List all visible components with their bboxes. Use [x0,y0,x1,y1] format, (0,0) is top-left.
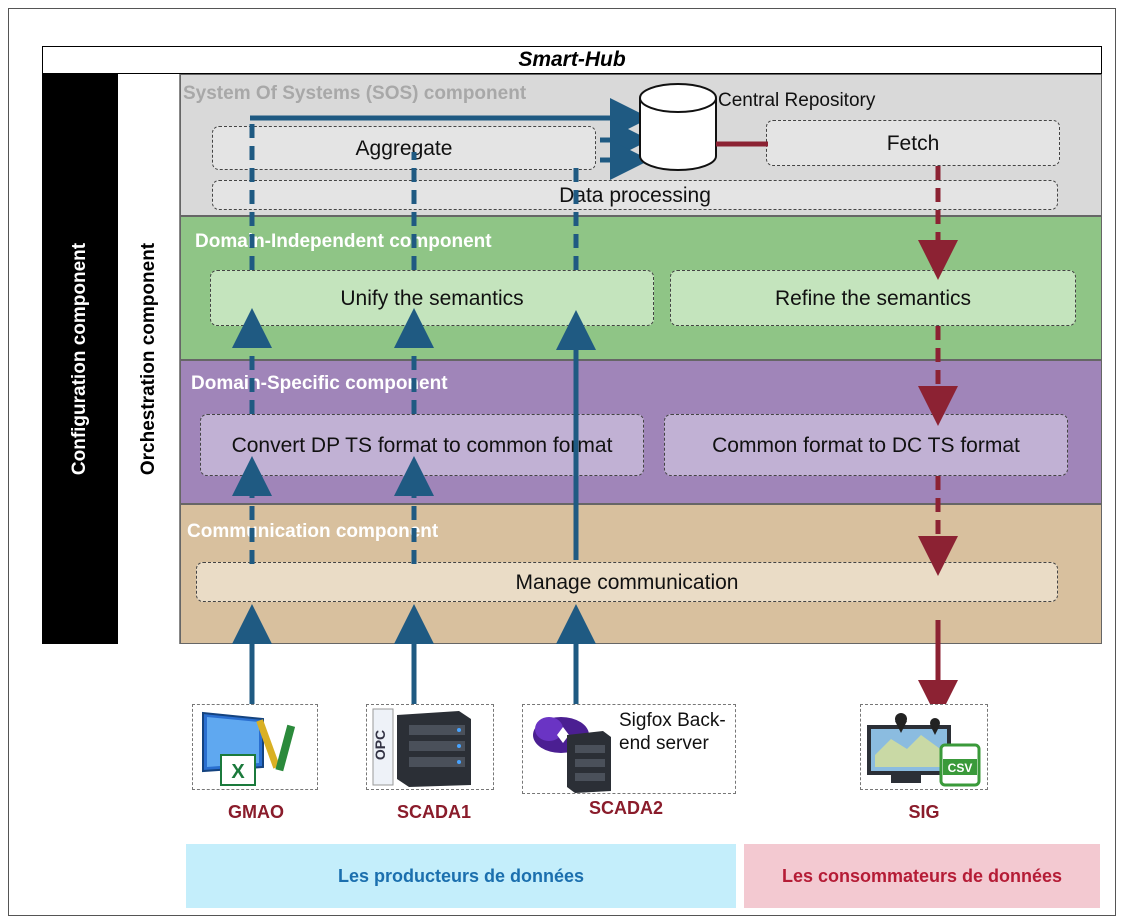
diagram-frame [8,8,1116,916]
refine-semantics-box: Refine the semantics [670,270,1076,326]
producers-legend: Les producteurs de données [186,844,736,908]
excel-icon-letter: X [231,761,245,783]
scada1-label: SCADA1 [396,802,471,822]
sigfox-cloud-server-icon [533,717,611,793]
common-format-box: Common format to DC TS format [664,414,1068,476]
smart-hub-title: Smart-Hub [42,46,1102,74]
csv-icon-text: CSV [948,761,973,775]
domain-specific-layer-label: Domain-Specific component [191,373,448,394]
producer-internal-arrows [232,122,434,564]
gmao-label: GMAO [228,802,284,822]
central-repository-label: Central Repository [718,90,876,111]
sig-map-icon: CSV [867,713,981,787]
fetch-box: Fetch [766,120,1060,166]
sigfox-server-label: Sigfox Back-end server [619,710,726,754]
manage-communication-box: Manage communication [196,562,1058,602]
gmao-icon-card: X [192,704,318,790]
scada2-label: SCADA2 [588,798,663,818]
scada1-server-icon: OPC [372,708,471,787]
aggregate-box: Aggregate [212,126,596,170]
central-repository-cylinder [639,83,717,171]
gmao-icon: X [202,711,296,786]
producer-input-arrows [232,604,596,704]
scada1-icon-card: OPC [366,704,494,790]
domain-independent-layer-label: Domain-Independent component [195,231,492,252]
data-processing-box: Data processing [212,180,1058,210]
configuration-component-bar: Configuration component [42,74,118,644]
scada2-icon-card: Sigfox Back-end server [522,704,736,794]
sig-label: SIG [908,802,940,822]
orchestration-component-bar: Orchestration component [118,74,180,644]
opc-logo-text: OPC [372,730,388,760]
sos-layer-label: System Of Systems (SOS) component [183,83,527,104]
sig-icon-card: CSV [860,704,988,790]
consumers-legend: Les consommateurs de données [744,844,1100,908]
